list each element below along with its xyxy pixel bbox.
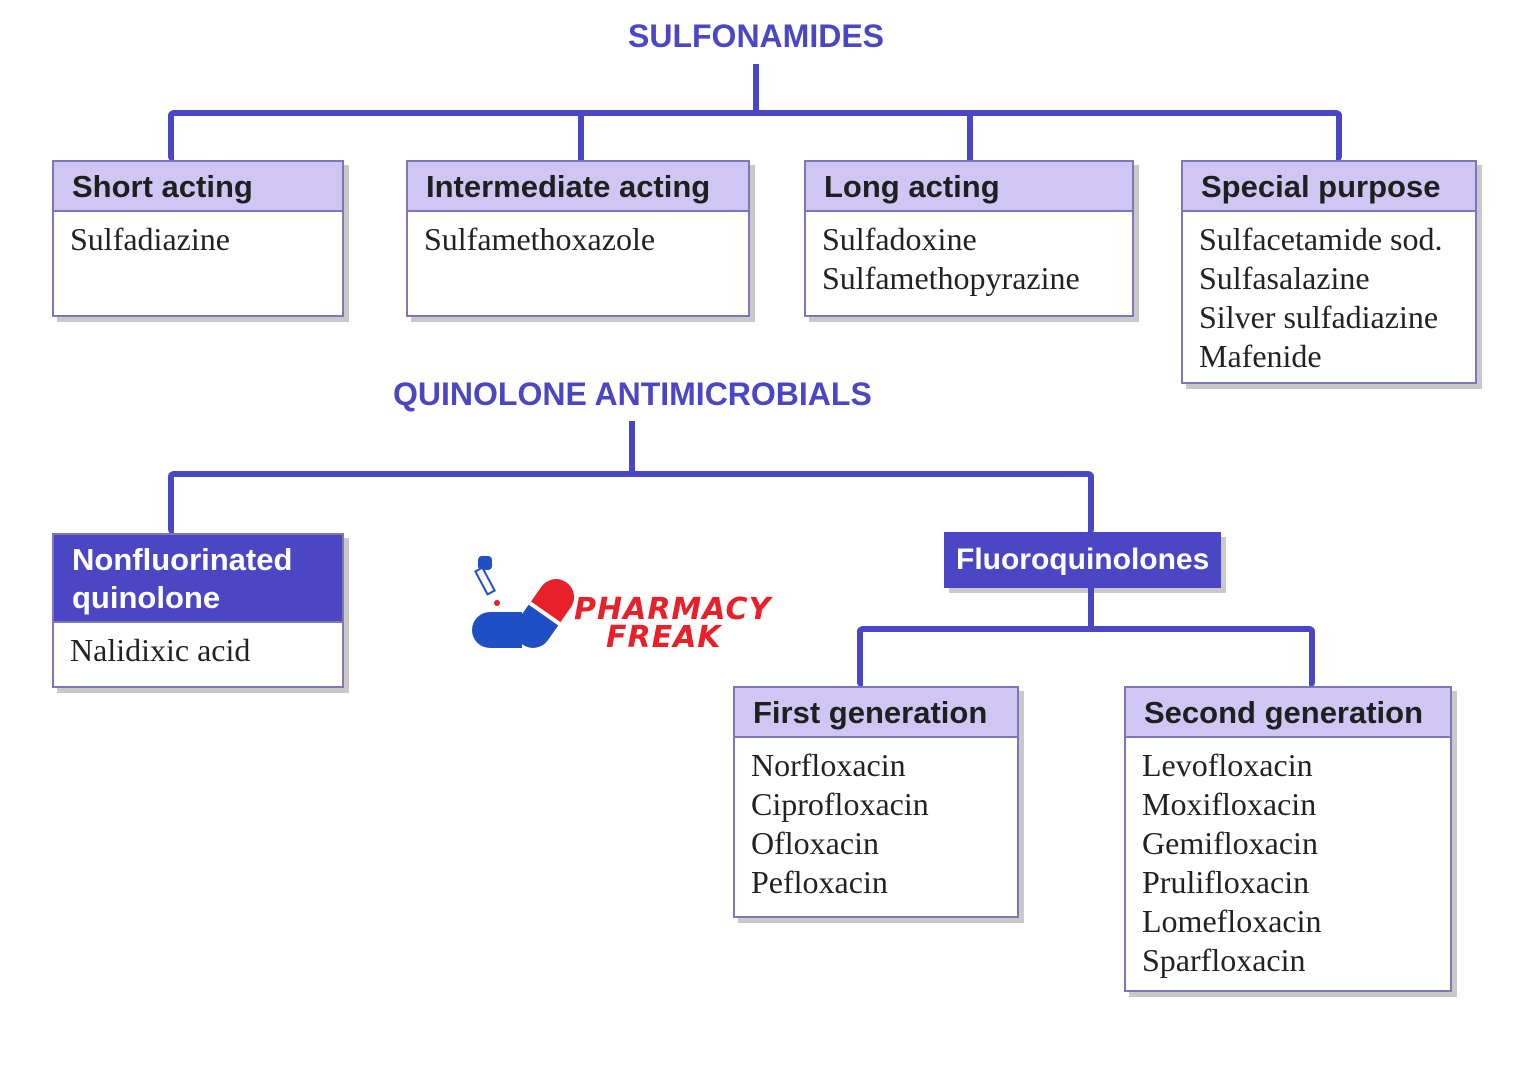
box-body: Sulfadiazine bbox=[54, 212, 342, 269]
logo-line2: FREAK bbox=[606, 620, 722, 655]
box-header: Nonfluorinated quinolone bbox=[54, 535, 342, 623]
drug-item: Sulfamethoxazole bbox=[424, 221, 656, 257]
drug-item: Moxifloxacin bbox=[1142, 786, 1317, 822]
box-header: Long acting bbox=[806, 162, 1132, 212]
box-intermediate-acting: Intermediate acting Sulfamethoxazole bbox=[406, 160, 750, 317]
connector bbox=[168, 471, 1094, 535]
capsule-icon bbox=[472, 556, 575, 648]
box-body: Nalidixic acid bbox=[54, 623, 342, 680]
box-short-acting: Short acting Sulfadiazine bbox=[52, 160, 344, 317]
drug-item: Ciprofloxacin bbox=[751, 786, 929, 822]
drug-item: Prulifloxacin bbox=[1142, 864, 1310, 900]
pharmacy-freak-logo: PHARMACY FREAK bbox=[460, 548, 770, 668]
connector bbox=[629, 421, 635, 475]
box-header: Special purpose bbox=[1183, 162, 1475, 212]
dropper-icon bbox=[474, 556, 500, 606]
connector bbox=[168, 110, 1342, 162]
box-nonfluorinated-quinolone: Nonfluorinated quinolone Nalidixic acid bbox=[52, 533, 344, 688]
drug-item: Gemifloxacin bbox=[1142, 825, 1318, 861]
drug-item: Sulfacetamide sod. bbox=[1199, 221, 1443, 257]
box-body: Norfloxacin Ciprofloxacin Ofloxacin Pefl… bbox=[735, 738, 1017, 912]
quinolones-title: QUINOLONE ANTIMICROBIALS bbox=[393, 376, 872, 412]
header-line: quinolone bbox=[72, 580, 221, 615]
box-header: Intermediate acting bbox=[408, 162, 748, 212]
connector bbox=[578, 110, 584, 162]
drug-item: Mafenide bbox=[1199, 338, 1322, 374]
drug-item: Lomefloxacin bbox=[1142, 903, 1322, 939]
connector bbox=[967, 110, 973, 162]
box-body: Sulfamethoxazole bbox=[408, 212, 748, 269]
drug-item: Silver sulfadiazine bbox=[1199, 299, 1439, 335]
box-body: Levofloxacin Moxifloxacin Gemifloxacin P… bbox=[1126, 738, 1450, 990]
drug-item: Sulfadiazine bbox=[70, 221, 230, 257]
drug-item: Sulfamethopyrazine bbox=[822, 260, 1080, 296]
box-second-generation: Second generation Levofloxacin Moxifloxa… bbox=[1124, 686, 1452, 992]
header-line: Nonfluorinated bbox=[72, 542, 293, 577]
drug-item: Sulfadoxine bbox=[822, 221, 977, 257]
sulfonamides-title: SULFONAMIDES bbox=[628, 18, 884, 54]
box-header: Short acting bbox=[54, 162, 342, 212]
drug-item: Nalidixic acid bbox=[70, 632, 251, 668]
box-header: Second generation bbox=[1126, 688, 1450, 738]
box-header: First generation bbox=[735, 688, 1017, 738]
drug-item: Levofloxacin bbox=[1142, 747, 1313, 783]
box-body: Sulfadoxine Sulfamethopyrazine bbox=[806, 212, 1132, 308]
drug-item: Ofloxacin bbox=[751, 825, 879, 861]
connector bbox=[857, 626, 1315, 688]
drug-item: Sulfasalazine bbox=[1199, 260, 1370, 296]
connector bbox=[753, 64, 759, 114]
drug-item: Pefloxacin bbox=[751, 864, 888, 900]
box-long-acting: Long acting Sulfadoxine Sulfamethopyrazi… bbox=[804, 160, 1134, 317]
box-special-purpose: Special purpose Sulfacetamide sod. Sulfa… bbox=[1181, 160, 1477, 384]
fluoroquinolones-label: Fluoroquinolones bbox=[944, 532, 1222, 588]
box-body: Sulfacetamide sod. Sulfasalazine Silver … bbox=[1183, 212, 1475, 386]
drug-item: Sparfloxacin bbox=[1142, 942, 1306, 978]
logo-line1: PHARMACY bbox=[574, 592, 772, 627]
box-first-generation: First generation Norfloxacin Ciprofloxac… bbox=[733, 686, 1019, 918]
connector bbox=[1088, 588, 1094, 630]
drug-item: Norfloxacin bbox=[751, 747, 906, 783]
